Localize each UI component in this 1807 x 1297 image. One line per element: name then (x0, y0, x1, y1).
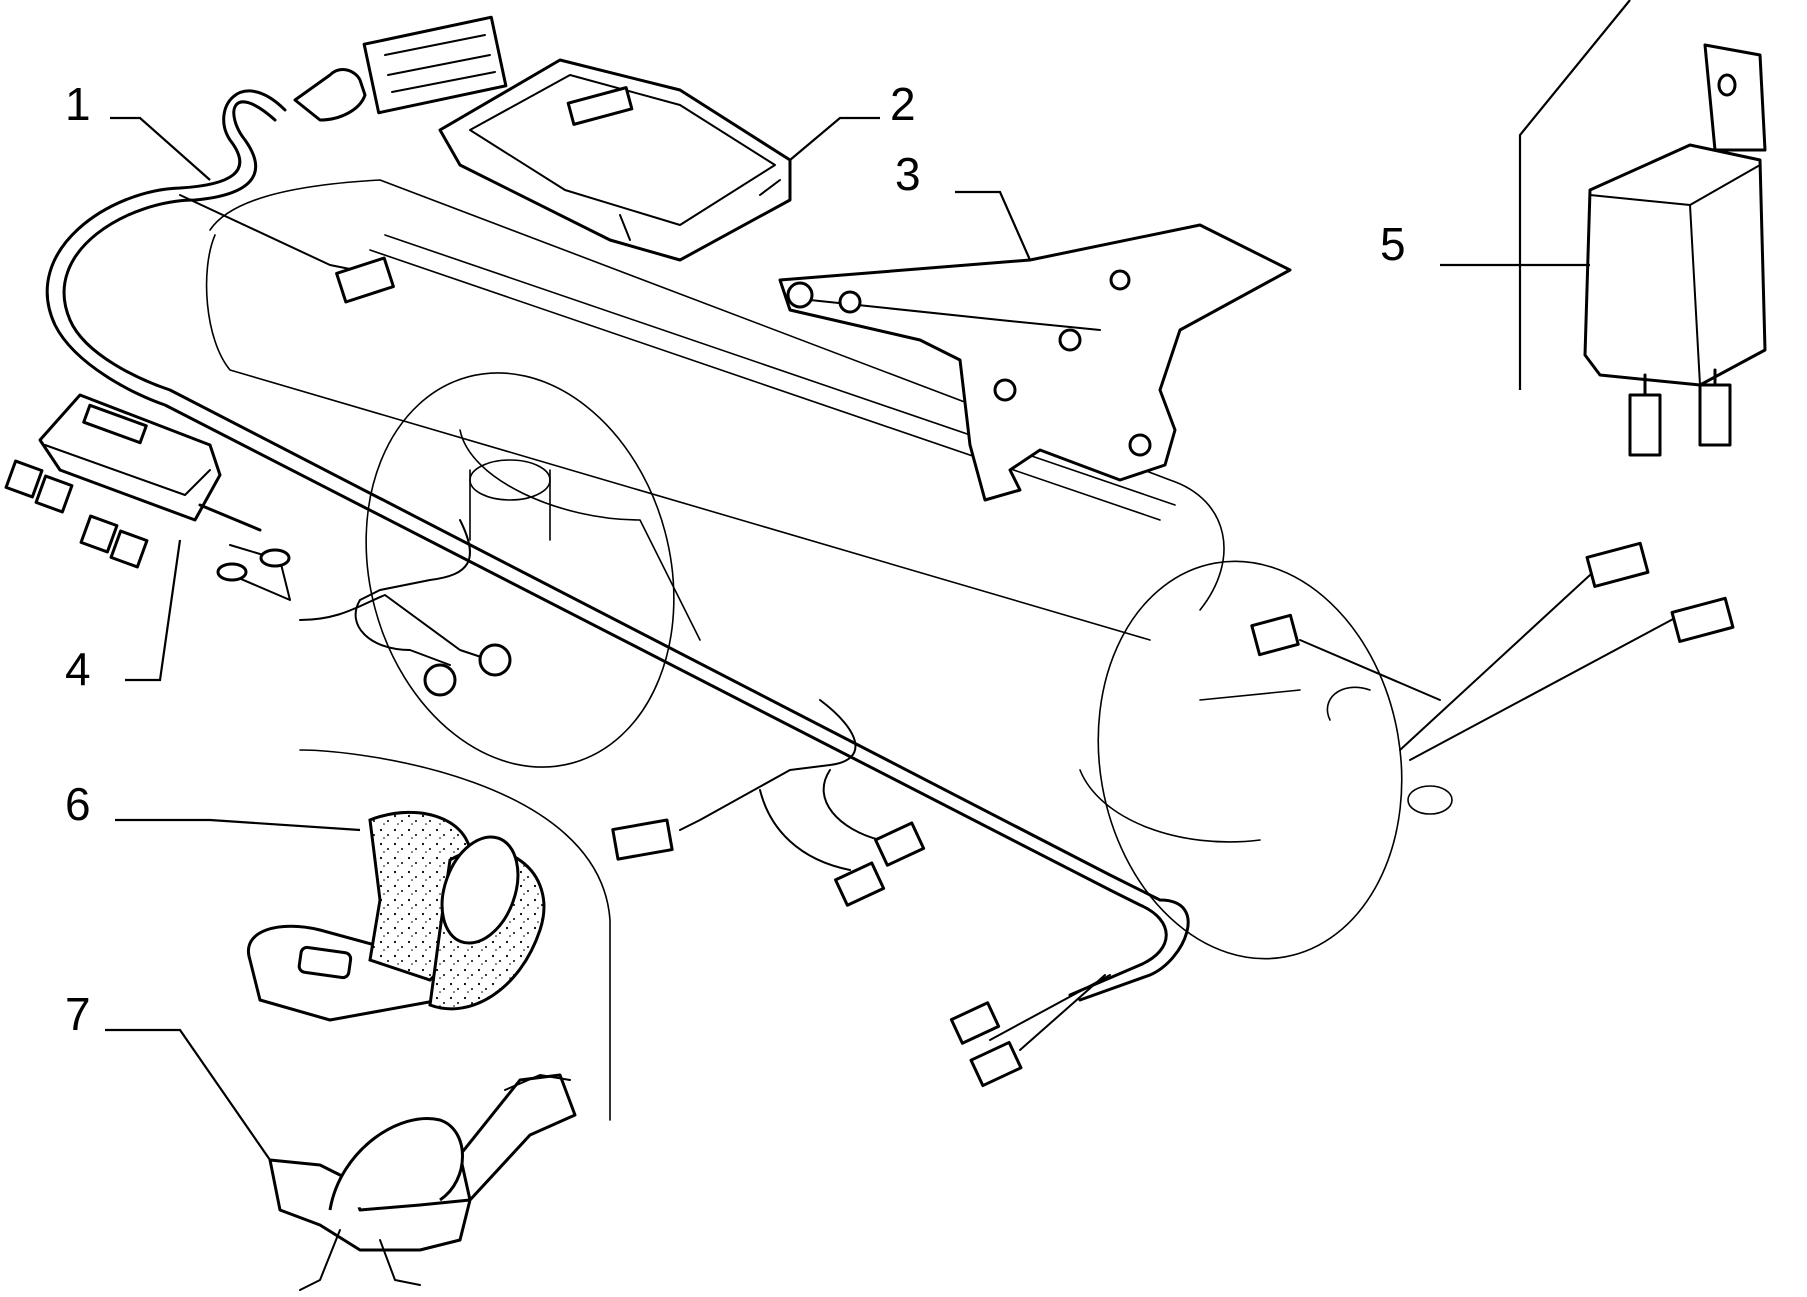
pipe-clamp (246, 810, 546, 1022)
leader-1 (110, 116, 211, 181)
callout-6: 6 (65, 778, 91, 830)
leader-4 (125, 539, 182, 682)
leader-3 (955, 190, 1032, 261)
terminal-block (4, 393, 262, 569)
callout-5: 5 (1380, 218, 1406, 270)
callout-3: 3 (895, 148, 921, 200)
relay (1583, 43, 1767, 457)
engine-background-outline (205, 179, 1453, 1121)
callout-7: 7 (65, 988, 91, 1040)
divider-line (1518, 0, 1631, 390)
wiring-harness (45, 15, 1735, 1088)
callout-1: 1 (65, 78, 91, 130)
control-unit (438, 58, 792, 262)
harness-clip (268, 1073, 577, 1291)
callout-leaders (105, 116, 1590, 1161)
leader-7 (105, 1028, 271, 1161)
callout-2: 2 (890, 78, 916, 130)
leader-6 (115, 818, 361, 832)
callout-4: 4 (65, 643, 91, 695)
callout-labels: 1 2 3 4 5 6 7 (65, 78, 1406, 1040)
mounting-bracket (778, 223, 1292, 502)
leader-2 (789, 116, 880, 161)
